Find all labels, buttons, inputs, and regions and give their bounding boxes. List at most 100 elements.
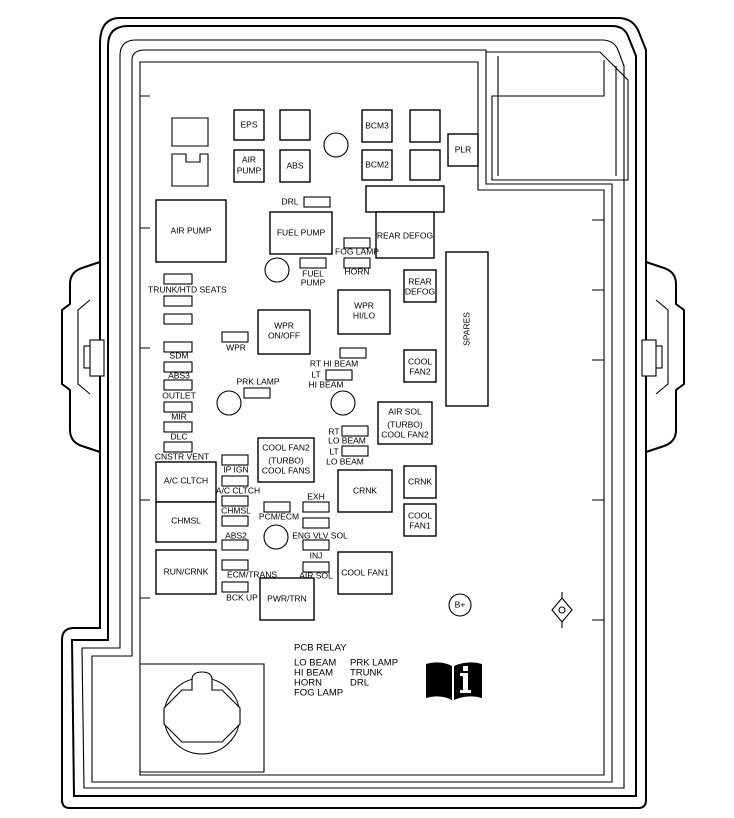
relay-wpr-hi-lo: WPR HI/LO <box>337 289 391 335</box>
ac-clutch-fuse-label: A/C CLTCH <box>216 485 260 495</box>
cool-fan2-label-1: COOL <box>408 356 432 366</box>
mount-hole-1 <box>323 132 349 158</box>
fuse-inj: INJ <box>302 550 330 573</box>
rt-hi-beam-label: RT HI BEAM <box>310 358 358 368</box>
cool-fan1-label-2: FAN1 <box>409 520 431 530</box>
fuse-wpr: WPR <box>221 331 249 352</box>
cnstr-vent-label: CNSTR VENT <box>155 451 209 461</box>
fuse-bck-up: BCK UP <box>226 592 258 602</box>
lt-hi-beam-label-1: LT <box>311 369 320 379</box>
mount-hole-2 <box>264 257 290 283</box>
relay-rear-defog-large: REAR DEFOG <box>365 185 445 259</box>
prk-lamp-label: PRK LAMP <box>237 376 280 386</box>
mount-hole-4 <box>330 390 356 416</box>
abs2-label: ABS2 <box>225 530 247 540</box>
legend-col2-item-0: PRK LAMP <box>350 658 398 669</box>
fuse-ip-ign: IP IGN <box>221 454 249 474</box>
relay-fuel-pump: FUEL PUMP <box>269 211 333 255</box>
relay-ac-clutch: A/C CLTCH <box>155 461 217 503</box>
abs-label: ABS <box>286 160 303 170</box>
relay-rear-defog: REAR DEFOG <box>403 269 437 303</box>
pcm-ecm-label: PCM/ECM <box>259 511 299 521</box>
housing-outline <box>61 17 685 809</box>
fog-lamp-label: FOG LAMP <box>335 246 379 256</box>
plr-label: PLR <box>455 144 472 154</box>
inj-label: INJ <box>310 550 323 560</box>
fuse-column-left: TRUNK/HTD SEATS SDM ABS3 OUTLET MIR DLC … <box>148 273 227 461</box>
air-sol-label-1: AIR SOL <box>388 406 422 416</box>
b-plus-label: B+ <box>455 599 466 609</box>
lt-lo-beam-label-2: LO BEAM <box>326 456 364 466</box>
fuse-abs2: ABS2 <box>221 530 249 551</box>
fuse-ecm-trans: ECM/TRANS <box>221 559 277 579</box>
fuse-air-sol: AIR SOL <box>299 570 333 580</box>
rear-defog-label-2: DEFOG <box>405 286 435 296</box>
crnk-right-label: CRNK <box>408 476 432 486</box>
fuse-blank-2 <box>302 517 330 529</box>
air-sol-fuse-label: AIR SOL <box>299 570 333 580</box>
cool-fan2-label-2: FAN2 <box>409 366 431 376</box>
bck-up-label: BCK UP <box>226 592 258 602</box>
relay-chmsl: CHMSL <box>155 501 217 543</box>
legend-col1-item-3: FOG LAMP <box>294 688 343 699</box>
fuel-pump-label: FUEL PUMP <box>277 227 326 237</box>
trunk-htd-seats-label: TRUNK/HTD SEATS <box>148 284 227 294</box>
mount-hole-5 <box>263 524 289 550</box>
relay-cool-fan2-turbo: COOL FAN2 (TURBO) COOL FANS <box>257 437 315 483</box>
relay-blank-1 <box>279 109 311 141</box>
relay-eps: EPS <box>233 109 265 141</box>
relay-plr: PLR <box>447 133 479 167</box>
connector-outline-top <box>171 117 209 147</box>
legend-title: PCB RELAY <box>294 643 347 654</box>
cool-fan2-turbo-label-2: (TURBO) <box>268 455 304 465</box>
fuse-blank-1 <box>221 515 249 527</box>
bcm3-label: BCM3 <box>365 120 389 130</box>
owners-manual-info-icon <box>426 662 482 700</box>
spares-label: SPARES <box>461 312 471 346</box>
relay-pwr-trn: PWR/TRN <box>259 577 315 621</box>
legend-col1-item-2: HORN <box>294 678 322 689</box>
sdm-label: SDM <box>170 350 189 360</box>
cool-fan1-label-1: COOL <box>408 510 432 520</box>
cool-fan1-label: COOL FAN1 <box>341 567 389 577</box>
fuse-rt-hi-beam: RT HI BEAM <box>310 347 367 368</box>
fuse-chmsl: CHMSL <box>221 495 251 515</box>
rt-lo-beam-label-1: RT <box>328 426 339 436</box>
legend-col1-item-0: LO BEAM <box>294 658 336 669</box>
fuse-blank-3 <box>221 581 249 593</box>
fuse-pcm-ecm: PCM/ECM <box>259 501 299 521</box>
eps-label: EPS <box>240 119 257 129</box>
relay-run-crnk: RUN/CRNK <box>155 549 217 595</box>
crnk-label: CRNK <box>353 485 377 495</box>
relay-blank-3 <box>409 149 441 181</box>
bcm2-label: BCM2 <box>365 159 389 169</box>
outlet-label: OUTLET <box>162 390 196 400</box>
fuse-prk-lamp: PRK LAMP <box>237 376 280 399</box>
abs3-label: ABS3 <box>168 370 190 380</box>
exh-label: EXH <box>307 491 324 501</box>
wpr-hi-lo-label-2: HI/LO <box>353 310 376 320</box>
dlc-label: DLC <box>170 431 187 441</box>
air-sol-label-3: COOL FAN2 <box>381 429 429 439</box>
spares-block: SPARES <box>445 251 489 407</box>
b-plus-terminal: B+ <box>448 593 472 617</box>
fuel-pump-fuse-label-1: FUEL <box>302 268 324 278</box>
cool-fan2-turbo-label-3: COOL FANS <box>262 465 311 475</box>
connector-outline-bottom <box>171 153 209 187</box>
fuse-lt-lo-beam: LT LO BEAM <box>326 445 369 466</box>
relay-air-sol: AIR SOL (TURBO) COOL FAN2 <box>377 401 433 445</box>
fuse-fog-lamp: FOG LAMP <box>335 237 379 256</box>
rear-defog-label-1: REAR <box>408 276 432 286</box>
lt-lo-beam-label-1: LT <box>329 446 338 456</box>
fuse-eng-vlv-sol: ENG VLV SOL <box>292 530 348 551</box>
horn-label: HORN <box>344 266 369 276</box>
relay-cool-fan1-small: COOL FAN1 <box>403 503 437 537</box>
wpr-on-off-label-1: WPR <box>274 320 294 330</box>
ip-ign-label: IP IGN <box>223 464 248 474</box>
chmsl-label: CHMSL <box>171 515 201 525</box>
legend-col2-item-2: DRL <box>350 678 369 689</box>
air-pump-label: AIR PUMP <box>170 225 211 235</box>
mount-hole-3 <box>216 390 242 416</box>
lt-hi-beam-label-2: HI BEAM <box>309 379 344 389</box>
